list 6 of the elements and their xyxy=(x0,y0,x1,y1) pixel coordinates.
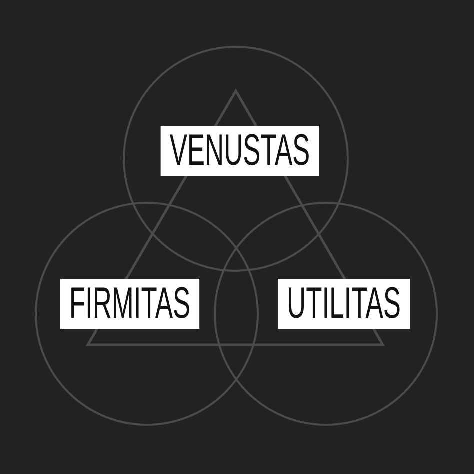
venn-circle xyxy=(123,46,349,272)
venn-circle xyxy=(214,202,438,426)
venn-circle xyxy=(35,202,259,426)
circle-label: FIRMITAS xyxy=(60,279,200,329)
circle-label: UTILITAS xyxy=(278,279,410,329)
circle-label: VENUSTAS xyxy=(160,126,320,176)
